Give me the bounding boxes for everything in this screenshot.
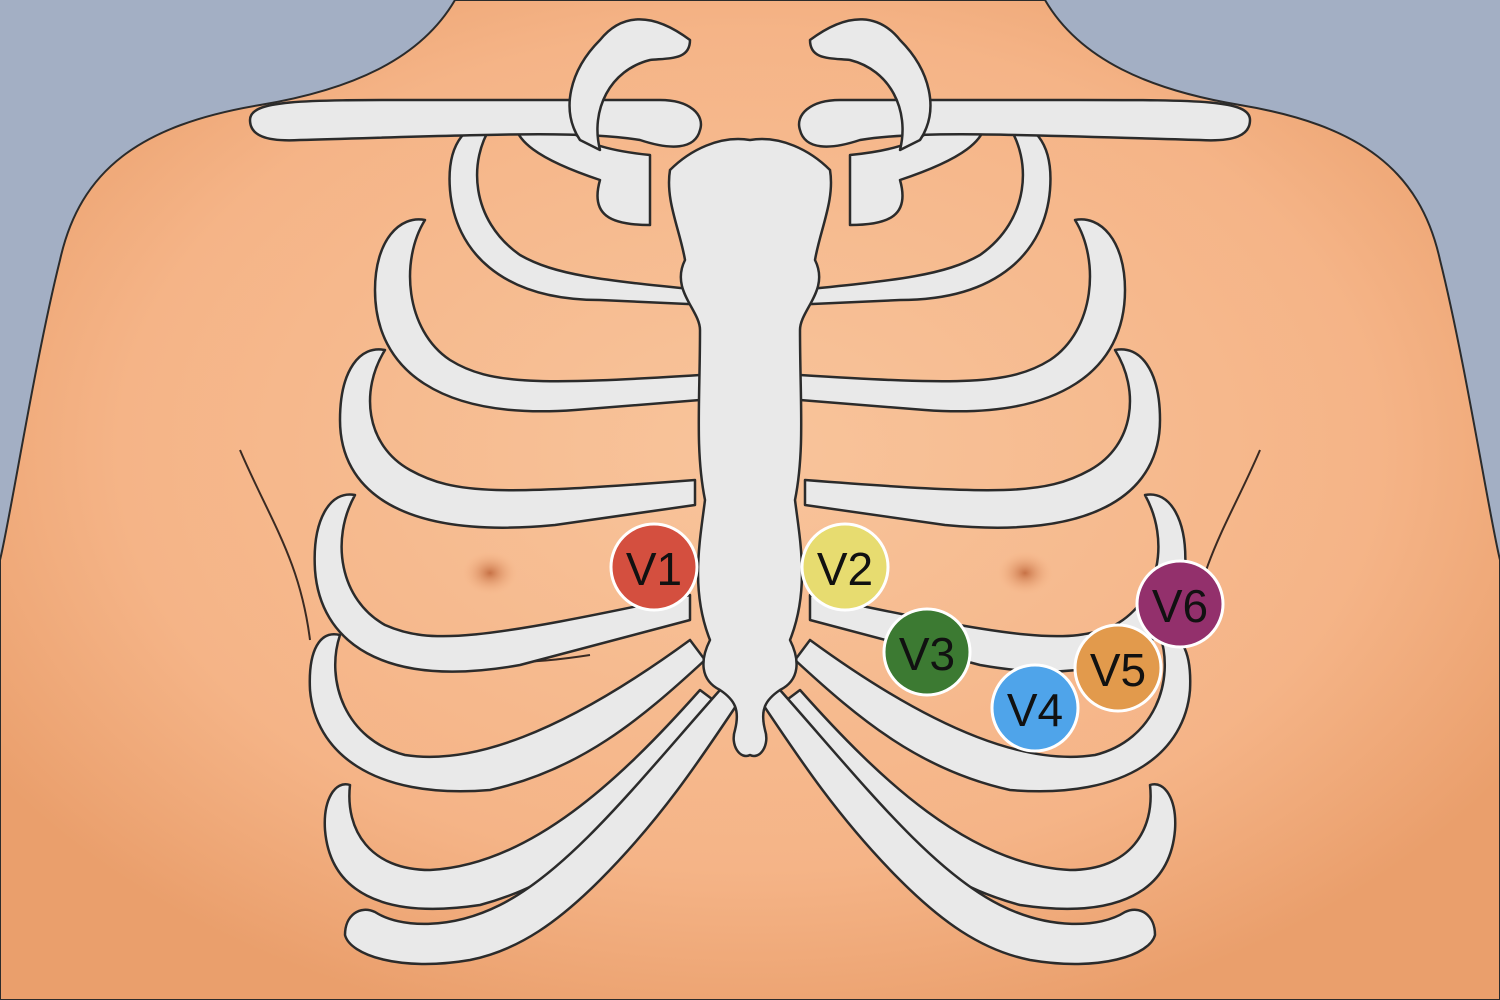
electrode-label-v6: V6 (1152, 580, 1208, 632)
sternum (667, 137, 833, 758)
electrodes: V1 V2 V3 V4 V5 V6 (609, 522, 1225, 753)
right-nipple (997, 551, 1053, 595)
left-first-rib-arc (568, 18, 692, 152)
electrode-v3[interactable]: V3 (882, 607, 972, 697)
electrode-label-v1: V1 (626, 543, 682, 595)
electrode-label-v4: V4 (1007, 684, 1063, 736)
left-arm-crease (239, 449, 311, 641)
electrode-label-v3: V3 (899, 628, 955, 680)
electrode-label-v5: V5 (1090, 644, 1146, 696)
right-first-rib-arc (808, 18, 932, 152)
left-nipple (462, 551, 518, 595)
electrode-v1[interactable]: V1 (609, 522, 699, 612)
electrode-label-v2: V2 (817, 543, 873, 595)
electrode-v5[interactable]: V5 (1073, 623, 1163, 713)
electrode-v2[interactable]: V2 (800, 522, 890, 612)
electrode-v4[interactable]: V4 (990, 663, 1080, 753)
electrode-v6[interactable]: V6 (1135, 559, 1225, 649)
